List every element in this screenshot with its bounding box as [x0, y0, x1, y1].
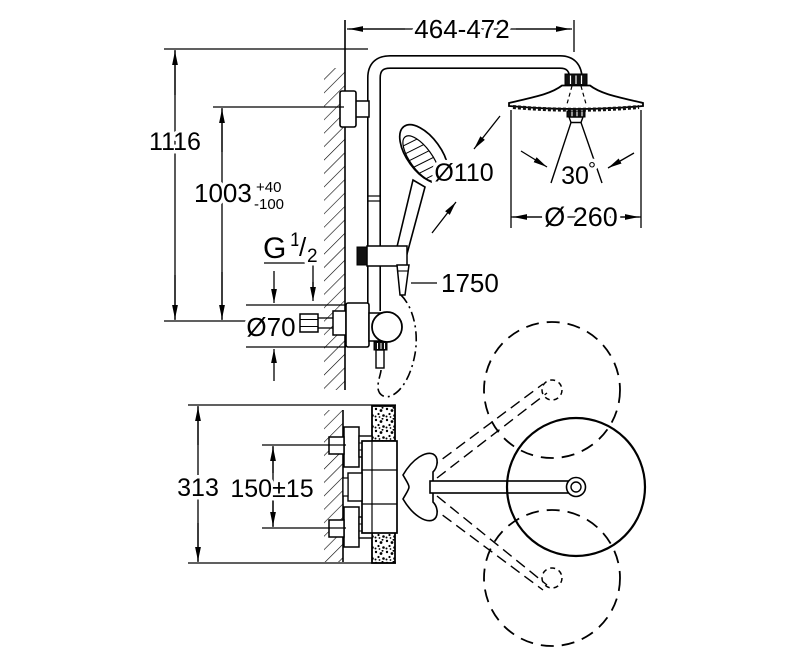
inner-cone-dashed — [580, 85, 587, 105]
inlet-union-hex — [299, 313, 319, 333]
spray-angle-callout: 30° — [520, 150, 635, 194]
arm-end-dashed-upper — [541, 379, 563, 401]
dim-label-height-rail: 1003+40-100 — [194, 178, 284, 213]
hose-cone-nut — [396, 264, 410, 296]
thermostat-valve — [299, 302, 403, 369]
front-view — [299, 20, 644, 398]
valve-knob — [371, 311, 403, 343]
rail-tol-minus: -100 — [254, 196, 284, 213]
inlet-escutcheon-top — [343, 426, 360, 468]
outlet-connector — [375, 349, 385, 369]
arm-dashed-lower — [428, 504, 544, 591]
tile-block-top — [371, 405, 396, 442]
dimension-height-rail: 1003+40-100 — [191, 106, 344, 320]
arm-end-dashed-lower — [541, 567, 563, 589]
spray-cone-line-right — [580, 122, 603, 184]
arrow-to-cone-right — [607, 152, 635, 169]
arrow-to-head-lower — [431, 201, 457, 234]
wall-bracket-plate — [339, 90, 357, 128]
arrow-to-cone-left — [520, 150, 548, 168]
spray-cone-line-left — [550, 122, 572, 184]
hose-length-label: 1750 — [441, 268, 499, 298]
head-shower — [508, 73, 644, 184]
arm-dashed-lower — [436, 495, 548, 586]
rail-slider — [366, 245, 408, 267]
head-shower-position-lower — [483, 509, 621, 647]
inner-cone-dashed — [566, 85, 573, 105]
hand-shower-face — [402, 135, 440, 182]
leader-line — [264, 262, 314, 294]
tile-block-bottom — [371, 529, 396, 564]
dim-label-height-total: 1116 — [149, 128, 201, 156]
inlet-escutcheon-bottom — [343, 506, 360, 548]
arm-escutcheon-trumpet — [402, 452, 438, 522]
thread-g: G — [263, 232, 286, 265]
dim-label-width: 464-472 — [414, 14, 509, 44]
wall-hatch-plan — [324, 410, 343, 562]
hand-shower-handle — [395, 178, 426, 255]
thread-den: 2 — [307, 246, 318, 267]
valve-body-plan — [361, 440, 398, 534]
hand-shower — [356, 123, 450, 398]
spray-face — [512, 105, 640, 112]
dimension-headshower-diameter: Ø 260 — [510, 110, 642, 236]
degree-symbol: ° — [588, 159, 596, 181]
dim-label-escutcheon: Ø70 — [246, 312, 295, 342]
dimension-escutcheon-diameter: Ø70 — [243, 271, 346, 381]
dimension-plan-depth: 313 — [174, 404, 396, 564]
shower-arm-plan — [429, 480, 571, 494]
arm-dashed-upper — [428, 383, 544, 470]
hose-length-callout: 1750 — [411, 265, 502, 302]
arm-end-ring-inner — [570, 481, 582, 493]
arm-dashed-upper — [436, 392, 548, 479]
dimension-inlet-centers: 150±15 — [227, 444, 346, 529]
thread-slash: / — [299, 232, 307, 262]
dim-label-headshower: Ø 260 — [544, 202, 618, 232]
wall-hatch-front — [324, 68, 345, 390]
valve-escutcheon — [345, 302, 370, 348]
plan-view — [324, 321, 647, 647]
dimension-height-total: 1116 — [146, 48, 368, 322]
rail-tol-plus: +40 — [256, 179, 281, 196]
spray-angle-label: 30° — [561, 159, 596, 190]
dimension-handshower-diameter: Ø110 — [431, 115, 501, 234]
slider-knurl-knob — [356, 246, 368, 266]
arrow-to-head-upper — [473, 115, 501, 150]
inlet-flange — [332, 310, 347, 336]
hand-shower-head — [398, 123, 450, 185]
angle-value: 30 — [561, 162, 589, 190]
dim-label-inlet-centers: 150±15 — [230, 475, 313, 503]
thread-num: 1 — [290, 230, 301, 251]
cartridge-step — [342, 477, 349, 497]
supply-pipe-fill — [368, 56, 582, 311]
head-shower-dome — [508, 84, 644, 110]
collar-outlet — [568, 116, 584, 124]
dimension-width-top: 464-472 — [347, 11, 575, 52]
head-shower-position-upper — [483, 321, 621, 459]
cartridge-plan — [347, 472, 363, 502]
head-shower-plan-outline — [505, 416, 647, 558]
rail-value: 1003 — [194, 178, 252, 208]
dim-label-handshower: Ø110 — [434, 159, 493, 187]
dim-label-plan-depth: 313 — [177, 474, 219, 502]
